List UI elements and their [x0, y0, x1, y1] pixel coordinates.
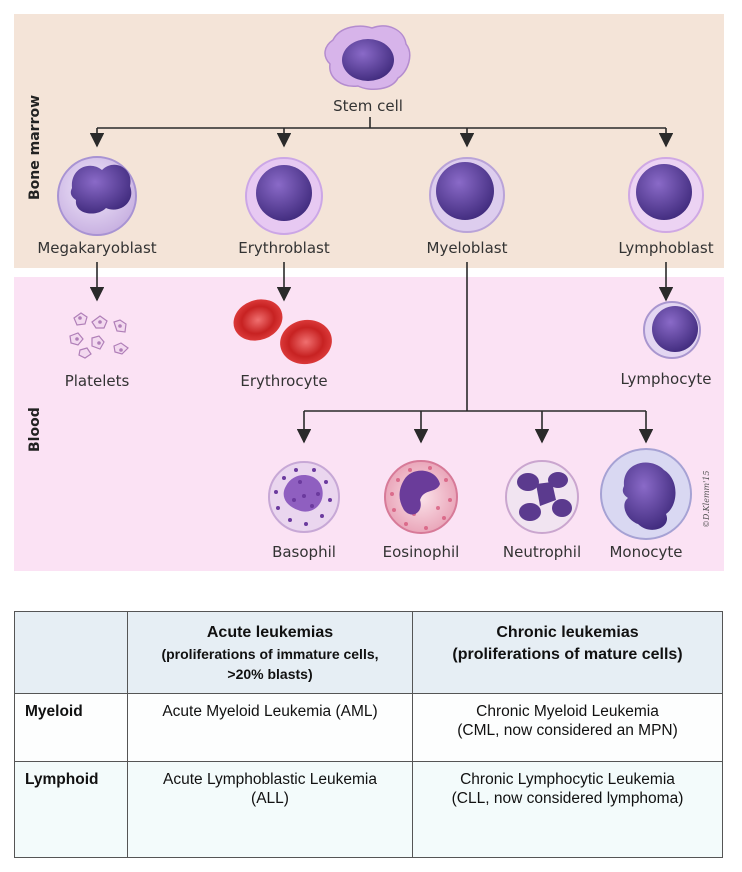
blood-label: Blood	[27, 407, 43, 452]
cell-myeloid-chronic: Chronic Myeloid Leukemia (CML, now consi…	[412, 693, 723, 762]
header-empty-cell	[14, 611, 128, 694]
cell-myeloid-acute: Acute Myeloid Leukemia (AML)	[127, 693, 413, 762]
header-acute-subtitle-1: (proliferations of immature cells,	[161, 646, 379, 662]
header-chronic-title: Chronic leukemias	[496, 624, 639, 641]
neutrophil-label: Neutrophil	[503, 543, 581, 561]
megakaryoblast-illustration	[57, 156, 137, 236]
lymphocyte-illustration	[643, 301, 701, 359]
platelets-illustration	[69, 312, 129, 359]
hematopoiesis-diagram: Bone marrow Blood Stem cell Megakaryobla…	[14, 14, 724, 571]
basophil-illustration	[268, 461, 340, 533]
leukemia-classification-table: Acute leukemias (proliferations of immat…	[14, 611, 723, 858]
lymphoblast-label: Lymphoblast	[618, 239, 713, 257]
table-header-row: Acute leukemias (proliferations of immat…	[14, 611, 723, 694]
cell-text: Chronic Myeloid Leukemia	[476, 703, 659, 720]
cell-lymphoid-chronic: Chronic Lymphocytic Leukemia (CLL, now c…	[412, 761, 723, 858]
stem-cell-illustration	[324, 25, 411, 91]
table-row: Myeloid Acute Myeloid Leukemia (AML) Chr…	[14, 693, 723, 762]
header-acute: Acute leukemias (proliferations of immat…	[127, 611, 413, 694]
row-label-myeloid: Myeloid	[14, 693, 128, 762]
header-acute-title: Acute leukemias	[206, 624, 334, 641]
lymphoblast-illustration	[628, 157, 704, 233]
header-acute-subtitle-2: >20% blasts)	[227, 666, 313, 683]
row-label-lymphoid: Lymphoid	[14, 761, 128, 858]
neutrophil-illustration	[505, 460, 579, 534]
lineage-connectors	[89, 117, 674, 444]
lymphocyte-label: Lymphocyte	[621, 370, 712, 388]
erythrocyte-illustration	[233, 299, 332, 365]
blood-zone	[14, 277, 724, 571]
myeloblast-label: Myeloblast	[427, 239, 508, 257]
illustrator-credit: ©D.Klemm'15	[702, 471, 711, 529]
stem-cell-label: Stem cell	[333, 97, 403, 115]
megakaryoblast-label: Megakaryoblast	[37, 239, 156, 257]
monocyte-illustration	[600, 448, 692, 540]
myeloblast-illustration	[429, 157, 505, 233]
cell-text: (CML, now considered an MPN)	[457, 722, 678, 740]
cell-text: (ALL)	[251, 790, 289, 808]
cell-text: Chronic Lymphocytic Leukemia	[460, 771, 675, 788]
basophil-label: Basophil	[272, 543, 336, 561]
monocyte-label: Monocyte	[609, 543, 682, 561]
cell-text: Acute Myeloid Leukemia (AML)	[162, 703, 378, 720]
cell-text: (CLL, now considered lymphoma)	[451, 790, 684, 808]
cell-lymphoid-acute: Acute Lymphoblastic Leukemia (ALL)	[127, 761, 413, 858]
header-chronic-subtitle: (proliferations of mature cells)	[452, 646, 683, 663]
header-chronic: Chronic leukemias (proliferations of mat…	[412, 611, 723, 694]
platelets-label: Platelets	[65, 372, 130, 390]
bone-marrow-label: Bone marrow	[27, 95, 43, 200]
eosinophil-label: Eosinophil	[383, 543, 460, 561]
table-row: Lymphoid Acute Lymphoblastic Leukemia (A…	[14, 761, 723, 858]
eosinophil-illustration	[384, 460, 458, 534]
cell-text: Acute Lymphoblastic Leukemia	[163, 771, 377, 788]
erythroblast-label: Erythroblast	[238, 239, 330, 257]
erythrocyte-label: Erythrocyte	[240, 372, 327, 390]
erythroblast-illustration	[245, 157, 323, 235]
